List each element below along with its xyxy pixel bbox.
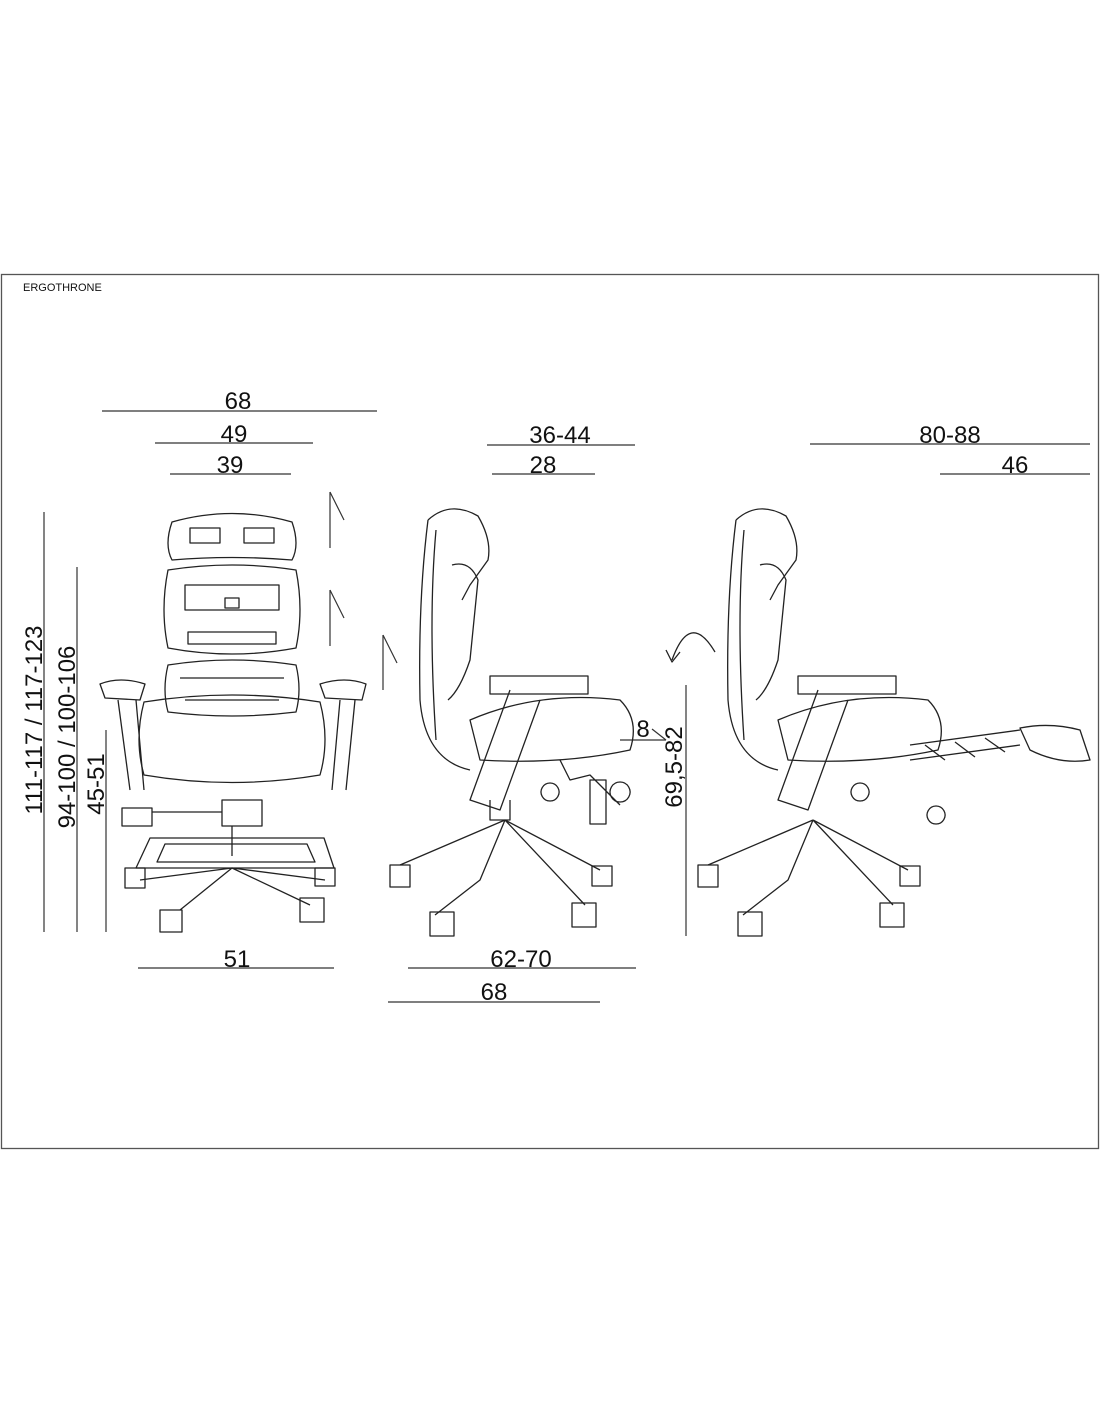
svg-text:68: 68 [225,388,252,415]
dim-front-overall-width: 68 [102,388,377,415]
dim-front-back-width: 49 [155,421,313,448]
dim-reclined-height: 69,5-82 [661,685,688,936]
svg-text:62-70: 62-70 [490,946,551,973]
svg-text:45-51: 45-51 [83,753,110,814]
product-title: ERGOTHRONE [23,282,102,294]
svg-text:51: 51 [224,946,251,973]
dim-side-armrest-depth: 36-44 [487,422,635,449]
chair-reclined-view [665,508,1091,937]
dim-side-seat-depth: 28 [492,452,595,479]
svg-text:111-117 / 117-123: 111-117 / 117-123 [21,625,48,814]
svg-text:69,5-82: 69,5-82 [661,726,688,807]
svg-text:28: 28 [530,452,557,479]
dim-footrest-length: 46 [940,452,1090,479]
svg-text:94-100 / 100-106: 94-100 / 100-106 [54,646,81,829]
svg-text:36-44: 36-44 [529,422,590,449]
dim-seat-height: 45-51 [83,730,110,932]
recline-arrow-icon [671,632,716,661]
svg-text:80-88: 80-88 [919,422,980,449]
dim-total-height: 111-117 / 117-123 [21,512,48,932]
svg-text:49: 49 [221,421,248,448]
dim-reclined-length: 80-88 [810,422,1090,449]
drawing-frame [0,273,1100,1150]
svg-text:8: 8 [636,716,649,743]
svg-text:68: 68 [481,979,508,1006]
adjustment-marks [329,491,398,690]
svg-text:46: 46 [1002,452,1029,479]
dim-back-height: 94-100 / 100-106 [54,567,81,932]
dim-base-depth: 62-70 [408,946,636,973]
dim-seat-tilt: 8 [620,716,667,743]
dim-base-width: 51 [138,946,334,973]
chair-front-view [99,512,367,933]
svg-text:39: 39 [217,452,244,479]
dim-overall-depth: 68 [388,979,600,1006]
chair-side-view [389,508,634,937]
dim-front-seat-width: 39 [170,452,291,479]
